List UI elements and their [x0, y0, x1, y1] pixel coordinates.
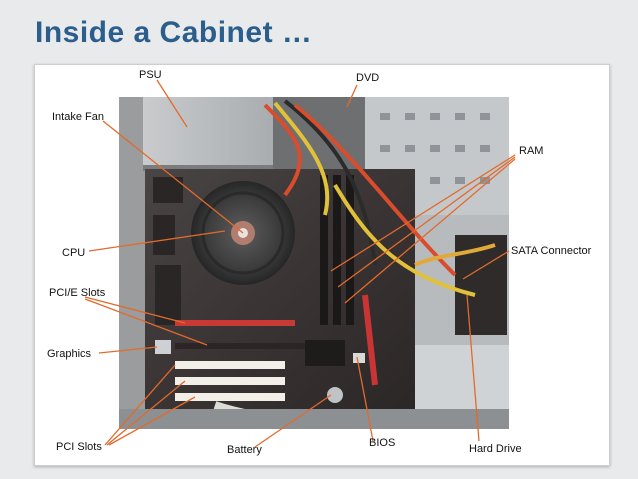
label-dvd: DVD — [356, 72, 380, 84]
label-sata-connector: SATA Connector — [511, 245, 592, 257]
label-hard-drive: Hard Drive — [469, 443, 522, 455]
slide-title: Inside a Cabinet … — [35, 16, 313, 49]
label-pcie-slots: PCI/E Slots — [49, 287, 106, 299]
label-pci-slots: PCI Slots — [56, 441, 102, 453]
label-psu: PSU — [139, 69, 162, 81]
pcie-slot — [175, 320, 295, 326]
label-intake-fan: Intake Fan — [52, 111, 104, 123]
battery-cell — [327, 387, 343, 403]
power-cables — [263, 99, 496, 386]
bios-chip — [353, 353, 365, 363]
label-bios: BIOS — [369, 437, 396, 449]
label-battery: Battery — [227, 444, 262, 456]
photo-frame: PSU DVD Intake Fan RAM CPU SATA Connecto… — [34, 64, 610, 466]
ram-slots — [320, 175, 354, 325]
label-graphics: Graphics — [47, 348, 92, 360]
graphics-chip — [155, 340, 171, 354]
label-cpu: CPU — [62, 247, 86, 259]
computer-interior-photo — [84, 79, 516, 448]
chipset — [305, 340, 345, 366]
callout-lines — [84, 79, 516, 448]
psu-unit — [143, 97, 273, 169]
label-ram: RAM — [519, 145, 544, 157]
pci-slots — [175, 361, 285, 401]
